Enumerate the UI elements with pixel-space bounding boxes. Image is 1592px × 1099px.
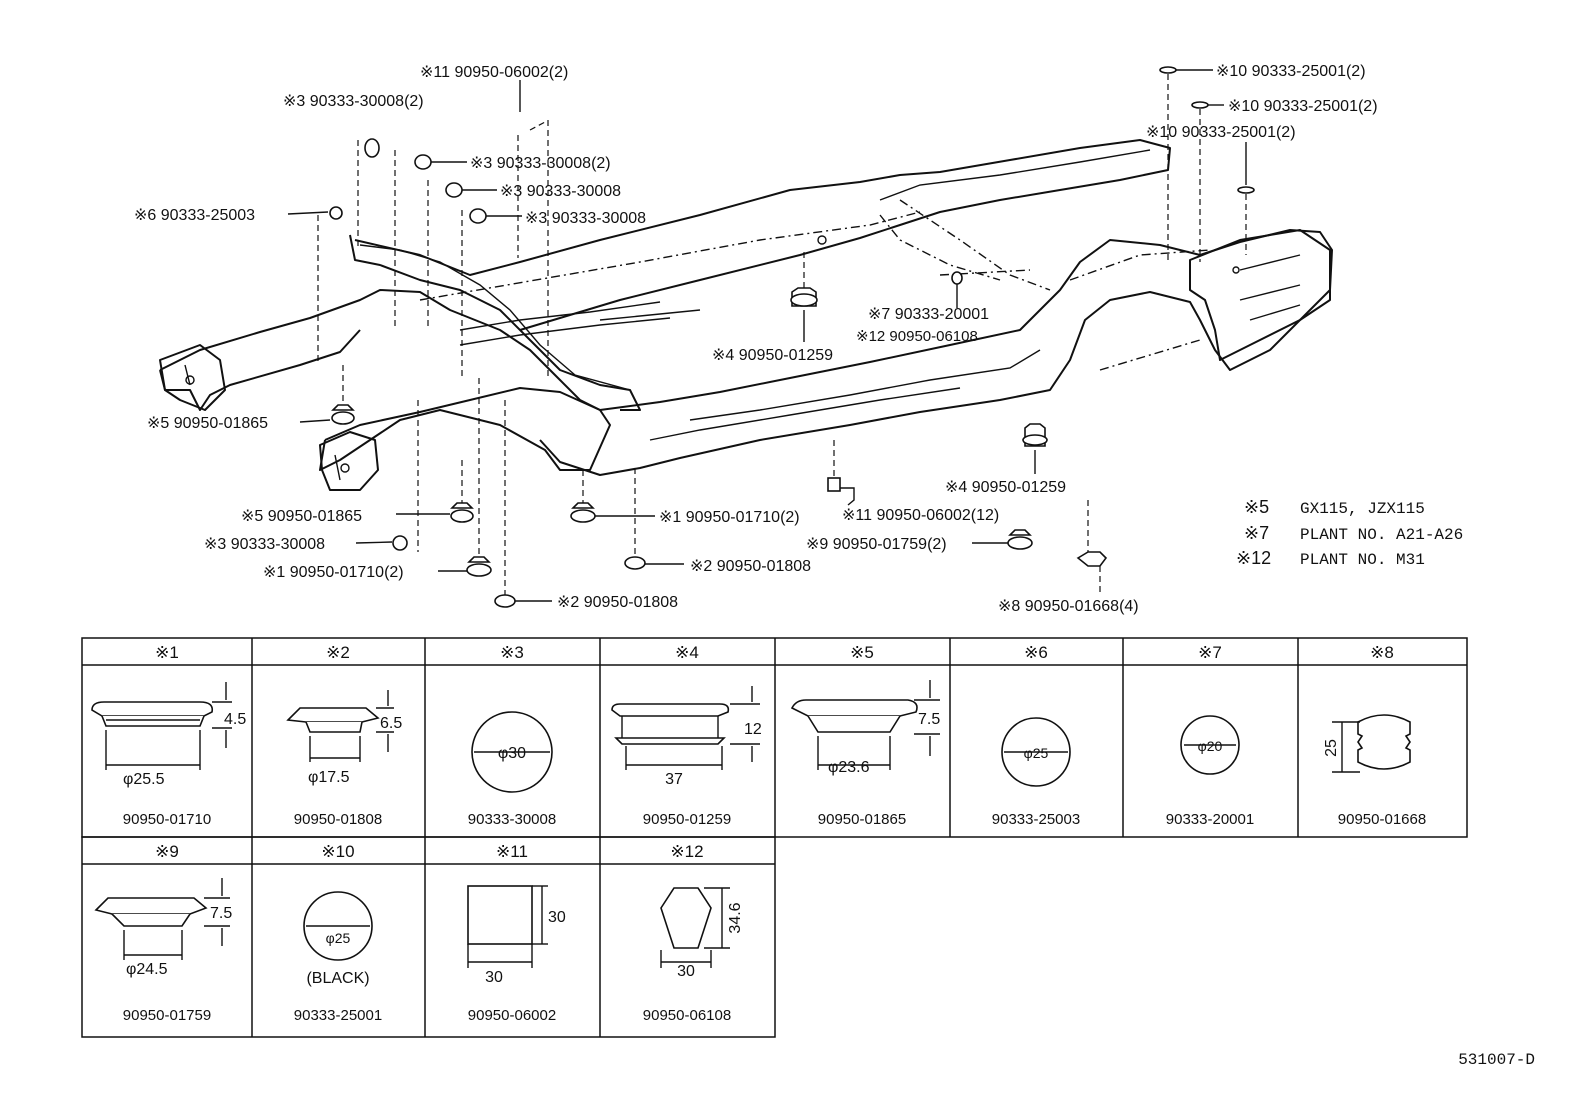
detail-1-height: 4.5 — [224, 711, 246, 728]
callout-4-b: ※4 90950-01259 — [945, 479, 1066, 496]
cell-part-9: 90950-01759 — [123, 1007, 211, 1024]
detail-11-height: 30 — [548, 909, 566, 926]
detail-11-width: 30 — [485, 969, 503, 986]
detail-10-color: (BLACK) — [306, 970, 369, 987]
callout-2-a: ※2 90950-01808 — [690, 558, 811, 575]
note-5-text: GX115, JZX115 — [1300, 500, 1425, 518]
note-7-mark: ※7 — [1244, 523, 1269, 543]
detail-1-grommet: 4.5 φ25.5 — [91, 682, 246, 788]
cell-head-11: ※11 — [496, 842, 528, 861]
table-headers-row2: ※9 ※10 ※11 ※12 — [155, 842, 703, 861]
detail-12-hex-tape: 34.6 30 — [660, 887, 744, 980]
parts-table — [81, 637, 1468, 1038]
cell-part-4: 90950-01259 — [643, 811, 731, 828]
detail-8-clip: 25 — [1323, 714, 1411, 773]
detail-12-height: 34.6 — [727, 902, 744, 933]
detail-12-width: 30 — [677, 963, 695, 980]
table-headers-row1: ※1 ※2 ※3 ※4 ※5 ※6 ※7 ※8 — [155, 643, 1394, 662]
cell-head-12: ※12 — [670, 842, 703, 861]
detail-2-height: 6.5 — [380, 715, 402, 732]
callout-11-b: ※11 90950-06002(12) — [842, 507, 999, 524]
table-parts-row1: 90950-01710 90950-01808 90333-30008 9095… — [123, 811, 1426, 828]
cell-part-6: 90333-25003 — [992, 811, 1080, 828]
detail-10-plug: φ25 (BLACK) — [303, 891, 373, 987]
callout-1-b: ※1 90950-01710(2) — [263, 564, 404, 581]
detail-2-grommet: 6.5 φ17.5 — [286, 690, 402, 786]
callout-3-d: ※3 90333-30008 — [525, 210, 646, 227]
detail-6-plug: φ25 — [1001, 717, 1071, 787]
detail-3-plug: φ30 — [471, 711, 553, 793]
cell-part-5: 90950-01865 — [818, 811, 906, 828]
callout-10-b: ※10 90333-25001(2) — [1228, 98, 1378, 115]
underbody-frame-illustration — [159, 139, 1333, 491]
callout-3-a: ※3 90333-30008(2) — [283, 93, 424, 110]
callout-8: ※8 90950-01668(4) — [998, 598, 1139, 615]
cell-head-8: ※8 — [1370, 643, 1394, 662]
callout-labels: ※11 90950-06002(2) ※3 90333-30008(2) ※3 … — [134, 63, 1378, 615]
detail-4-grommet: 12 37 — [611, 686, 762, 788]
callout-5-b: ※5 90950-01865 — [241, 508, 362, 525]
cell-head-6: ※6 — [1024, 643, 1048, 662]
detail-1-diameter: φ25.5 — [123, 771, 165, 788]
note-12-text: PLANT NO. M31 — [1300, 551, 1425, 569]
callout-3-b: ※3 90333-30008(2) — [470, 155, 611, 172]
cell-head-4: ※4 — [675, 643, 699, 662]
table-parts-row2: 90950-01759 90333-25001 90950-06002 9095… — [123, 1007, 731, 1024]
detail-10-diameter: φ25 — [326, 930, 351, 946]
detail-8-width: 25 — [1323, 739, 1340, 757]
drawing-id: 531007-D — [1458, 1051, 1535, 1069]
cell-head-10: ※10 — [321, 842, 354, 861]
callout-10-a: ※10 90333-25001(2) — [1216, 63, 1366, 80]
detail-5-diameter: φ23.6 — [828, 759, 870, 776]
cell-head-3: ※3 — [500, 643, 524, 662]
cell-part-11: 90950-06002 — [468, 1007, 556, 1024]
callout-5-a: ※5 90950-01865 — [147, 415, 268, 432]
detail-9-grommet: 7.5 φ24.5 — [94, 878, 232, 978]
detail-9-height: 7.5 — [210, 905, 232, 922]
cell-head-5: ※5 — [850, 643, 874, 662]
callout-2-b: ※2 90950-01808 — [557, 594, 678, 611]
callout-9: ※9 90950-01759(2) — [806, 536, 947, 553]
detail-6-diameter: φ25 — [1024, 745, 1049, 761]
cell-part-3: 90333-30008 — [468, 811, 556, 828]
cell-part-8: 90950-01668 — [1338, 811, 1426, 828]
note-12-mark: ※12 — [1236, 548, 1271, 568]
cell-part-2: 90950-01808 — [294, 811, 382, 828]
callout-1-a: ※1 90950-01710(2) — [659, 509, 800, 526]
note-5-mark: ※5 — [1244, 497, 1269, 517]
detail-7-plug: φ20 — [1180, 715, 1240, 775]
detail-4-height: 12 — [744, 721, 762, 738]
detail-5-height: 7.5 — [918, 711, 940, 728]
detail-7-diameter: φ20 — [1198, 738, 1223, 754]
cell-part-12: 90950-06108 — [643, 1007, 731, 1024]
callout-3-e: ※3 90333-30008 — [204, 536, 325, 553]
cell-head-1: ※1 — [155, 643, 179, 662]
callout-6: ※6 90333-25003 — [134, 207, 255, 224]
detail-4-width: 37 — [665, 771, 683, 788]
callout-4-a: ※4 90950-01259 — [712, 347, 833, 364]
cell-part-10: 90333-25001 — [294, 1007, 382, 1024]
callout-11-top: ※11 90950-06002(2) — [420, 64, 568, 81]
detail-2-diameter: φ17.5 — [308, 769, 350, 786]
callout-10-c: ※10 90333-25001(2) — [1146, 124, 1296, 141]
detail-5-grommet: 7.5 φ23.6 — [790, 680, 940, 776]
detail-3-diameter: φ30 — [498, 745, 526, 762]
detail-9-diameter: φ24.5 — [126, 961, 168, 978]
cell-head-2: ※2 — [326, 643, 350, 662]
callout-7: ※7 90333-20001 — [868, 306, 989, 323]
cell-part-1: 90950-01710 — [123, 811, 211, 828]
note-7-text: PLANT NO. A21-A26 — [1300, 526, 1463, 544]
callout-12: ※12 90950-06108 — [856, 328, 978, 345]
callout-3-c: ※3 90333-30008 — [500, 183, 621, 200]
cell-head-7: ※7 — [1198, 643, 1222, 662]
cell-part-7: 90333-20001 — [1166, 811, 1254, 828]
applicability-notes: ※5 GX115, JZX115 ※7 PLANT NO. A21-A26 ※1… — [1236, 497, 1463, 569]
detail-11-tape: 30 30 — [467, 885, 566, 986]
cell-head-9: ※9 — [155, 842, 179, 861]
leader-lines — [287, 66, 1255, 608]
